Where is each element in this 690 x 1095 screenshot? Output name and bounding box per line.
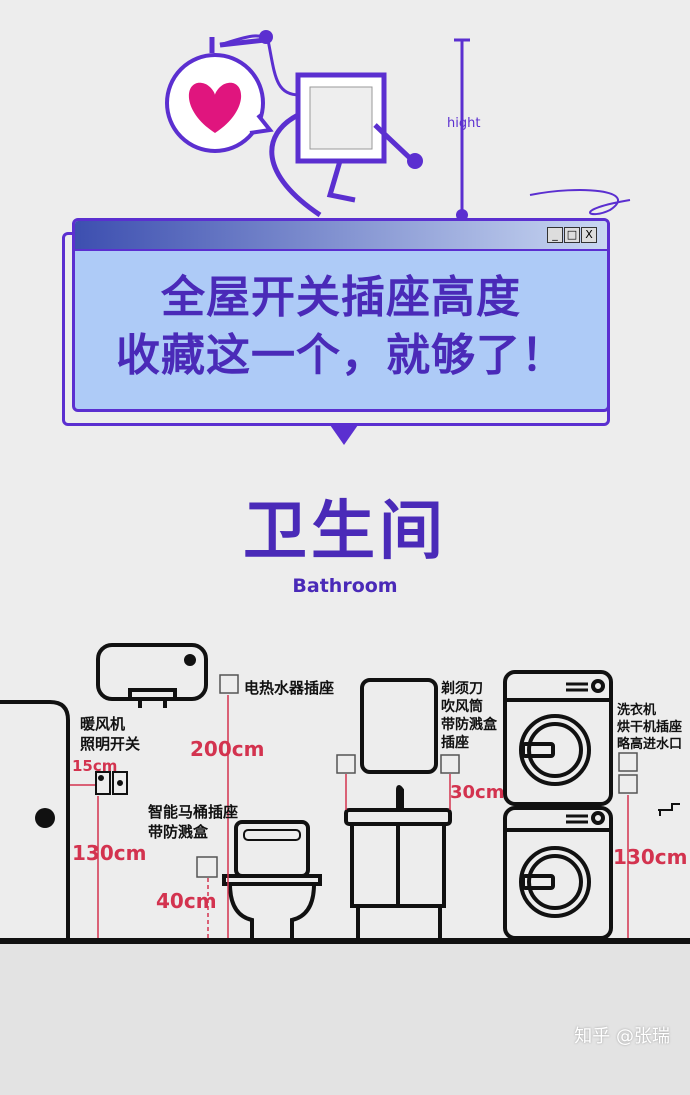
socket-icons xyxy=(196,674,638,878)
heart-speech-bubble-icon xyxy=(165,53,274,153)
mirror-icon xyxy=(360,678,438,774)
faucet-icon xyxy=(658,803,680,816)
section-title: 卫生间 xyxy=(243,495,447,569)
door-icon xyxy=(0,700,70,940)
label-line: 烘干机插座 xyxy=(617,720,683,735)
window-title-bar: _ □ X xyxy=(75,221,607,251)
minimize-button[interactable]: _ xyxy=(547,227,563,243)
washer-icon xyxy=(503,806,613,940)
switch-icon xyxy=(95,771,128,795)
headline-line-2: 收藏这一个，就够了！ xyxy=(116,330,566,381)
headline-line-1: 全屋开关插座高度 xyxy=(161,272,521,323)
dryer-icon xyxy=(503,670,613,806)
height-label: hight xyxy=(447,116,481,131)
ground xyxy=(0,944,690,1095)
label-line: 暖风机 xyxy=(80,715,126,733)
washer-socket-label: 洗衣机 烘干机插座 略高进水口 xyxy=(617,702,682,753)
switch-height-measure: 130cm xyxy=(72,841,147,865)
toilet-measure: 40cm xyxy=(156,889,217,913)
label-line: 带防溅盒 xyxy=(441,717,497,733)
heater-switch-label: 暖风机 照明开关 xyxy=(80,714,140,754)
label-line: 智能马桶插座 xyxy=(148,803,239,821)
toilet-icon xyxy=(222,820,322,938)
section-subtitle: Bathroom xyxy=(292,575,398,597)
bubble-pointer-icon xyxy=(330,425,358,445)
water-heater-measure: 200cm xyxy=(190,737,265,761)
label-line: 洗衣机 xyxy=(617,703,657,718)
watermark: 知乎 @张瑞 xyxy=(574,1026,670,1047)
basin-measure: 30cm xyxy=(450,782,505,803)
measurement-lines xyxy=(70,695,629,938)
socket-mascot-illustration xyxy=(165,30,631,221)
water-heater-socket-label: 电热水器插座 xyxy=(244,679,335,697)
vanity-icon xyxy=(344,785,452,938)
label-line: 照明开关 xyxy=(80,735,141,753)
label-line: 吹风筒 xyxy=(441,699,483,715)
close-button[interactable]: X xyxy=(581,227,597,243)
label-line: 插座 xyxy=(441,735,469,751)
label-line: 剃须刀 xyxy=(441,681,483,697)
label-line: 带防溅盒 xyxy=(148,823,209,841)
label-line: 略高进水口 xyxy=(617,737,683,752)
maximize-button[interactable]: □ xyxy=(564,227,580,243)
bathroom-fixtures-illustration xyxy=(0,643,680,940)
shaver-socket-label: 剃须刀 吹风筒 带防溅盒 插座 xyxy=(441,680,497,752)
floor-line xyxy=(0,938,690,944)
headline-window: _ □ X 全屋开关插座高度 收藏这一个，就够了！ xyxy=(72,218,610,412)
toilet-socket-label: 智能马桶插座 带防溅盒 xyxy=(148,802,238,842)
switch-offset-measure: 15cm xyxy=(72,757,118,775)
water-heater-icon xyxy=(96,643,208,708)
washer-measure: 130cm xyxy=(613,845,688,869)
